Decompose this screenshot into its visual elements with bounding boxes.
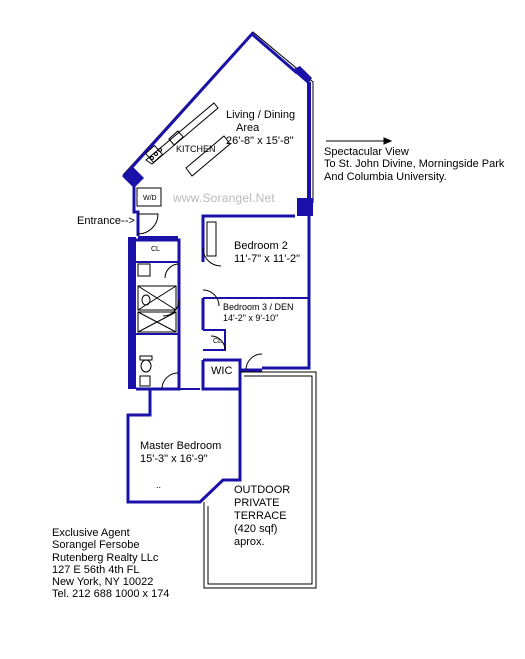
kitchen-counter bbox=[145, 102, 219, 165]
sink bbox=[168, 130, 184, 146]
toilet bbox=[140, 359, 152, 373]
bedroom2-closet bbox=[206, 221, 217, 257]
sink-2 bbox=[139, 375, 151, 387]
bedroom2-name: Bedroom 2 bbox=[234, 240, 288, 252]
living-name-1: Living / Dining bbox=[226, 109, 296, 121]
terrace-line5: aprox. bbox=[234, 536, 265, 548]
top-corner-block bbox=[292, 66, 312, 84]
vanity bbox=[137, 263, 151, 277]
living-diagonal-wall bbox=[122, 31, 298, 178]
living-bottom-wall bbox=[201, 214, 295, 240]
bath1-door bbox=[164, 263, 180, 279]
terrace-line3: TERRACE bbox=[234, 510, 287, 522]
kitchen-label: KITCHEN bbox=[176, 144, 216, 154]
terrace-line4: (420 sqf) bbox=[234, 523, 278, 535]
view-line3: And Columbia University. bbox=[324, 171, 447, 183]
kitchen-corner-block bbox=[122, 166, 144, 188]
view-line2: To St. John Divine, Morningside Park bbox=[324, 158, 505, 170]
closet2-label: CL bbox=[213, 338, 222, 345]
burner bbox=[158, 148, 162, 152]
kitchen-island bbox=[185, 135, 231, 177]
contact-line6: Tel. 212 688 1000 x 174 bbox=[52, 588, 170, 601]
closet1-label: CL bbox=[151, 246, 160, 253]
bedroom3-door bbox=[202, 289, 220, 307]
wd-box bbox=[136, 187, 162, 207]
contact-line2: Sorangel Fersobe bbox=[52, 539, 140, 552]
toilet-2 bbox=[141, 294, 151, 306]
tub-diag bbox=[137, 285, 177, 311]
wd-label: W/D bbox=[143, 195, 157, 202]
burner bbox=[150, 156, 154, 160]
bedroom2-door bbox=[202, 247, 222, 267]
bath2-tub bbox=[137, 311, 177, 333]
agent-contact: Exclusive Agent Sorangel Fersobe Rutenbe… bbox=[52, 527, 169, 601]
contact-line4: 127 E 56th 4th FL bbox=[52, 563, 140, 576]
contact-line1: Exclusive Agent bbox=[52, 527, 130, 539]
terrace-inner bbox=[207, 375, 313, 585]
bath1-tub bbox=[137, 285, 177, 311]
wic-label: WIC bbox=[211, 365, 233, 377]
entry-door bbox=[137, 213, 159, 235]
master-marks: .. bbox=[156, 480, 162, 490]
bedroom3-right bbox=[262, 300, 311, 370]
contact-line5: New York, NY 10022 bbox=[52, 576, 154, 589]
watermark: www.Sorangel.Net bbox=[173, 191, 275, 205]
terrace-outline bbox=[203, 371, 317, 589]
cl1-block bbox=[138, 236, 178, 240]
bedroom3-dims: 14'-2" x 9'-10" bbox=[223, 313, 279, 323]
living-column bbox=[297, 198, 313, 216]
cl-door bbox=[210, 335, 226, 351]
view-arrow-head bbox=[383, 137, 393, 145]
burner bbox=[154, 152, 158, 156]
terrace-line1: OUTDOOR bbox=[234, 484, 291, 496]
bedroom3-name: Bedroom 3 / DEN bbox=[223, 302, 294, 312]
master-dims: 15'-3" x 16'-9" bbox=[140, 453, 208, 465]
entrance-label: Entrance--> bbox=[77, 215, 135, 227]
living-dims: 26'-8" x 15'-8" bbox=[226, 135, 294, 147]
cl2-wall bbox=[203, 329, 226, 351]
toilet-tank bbox=[139, 355, 153, 361]
view-line1: Spectacular View bbox=[324, 146, 409, 158]
terrace-line2: PRIVATE bbox=[234, 497, 280, 509]
living-name-2: Area bbox=[236, 122, 260, 134]
bedroom2-dims: 11'-7" x 11'-2" bbox=[234, 253, 301, 265]
tub2-diag bbox=[137, 311, 177, 333]
master-wall bbox=[126, 368, 262, 504]
contact-line3: Rutenberg Realty LLc bbox=[52, 551, 159, 564]
master-name: Master Bedroom bbox=[140, 440, 222, 452]
bath-door bbox=[162, 299, 180, 317]
left-corridor-wall bbox=[128, 237, 136, 389]
master-door bbox=[161, 372, 179, 390]
wic-door bbox=[245, 353, 263, 371]
